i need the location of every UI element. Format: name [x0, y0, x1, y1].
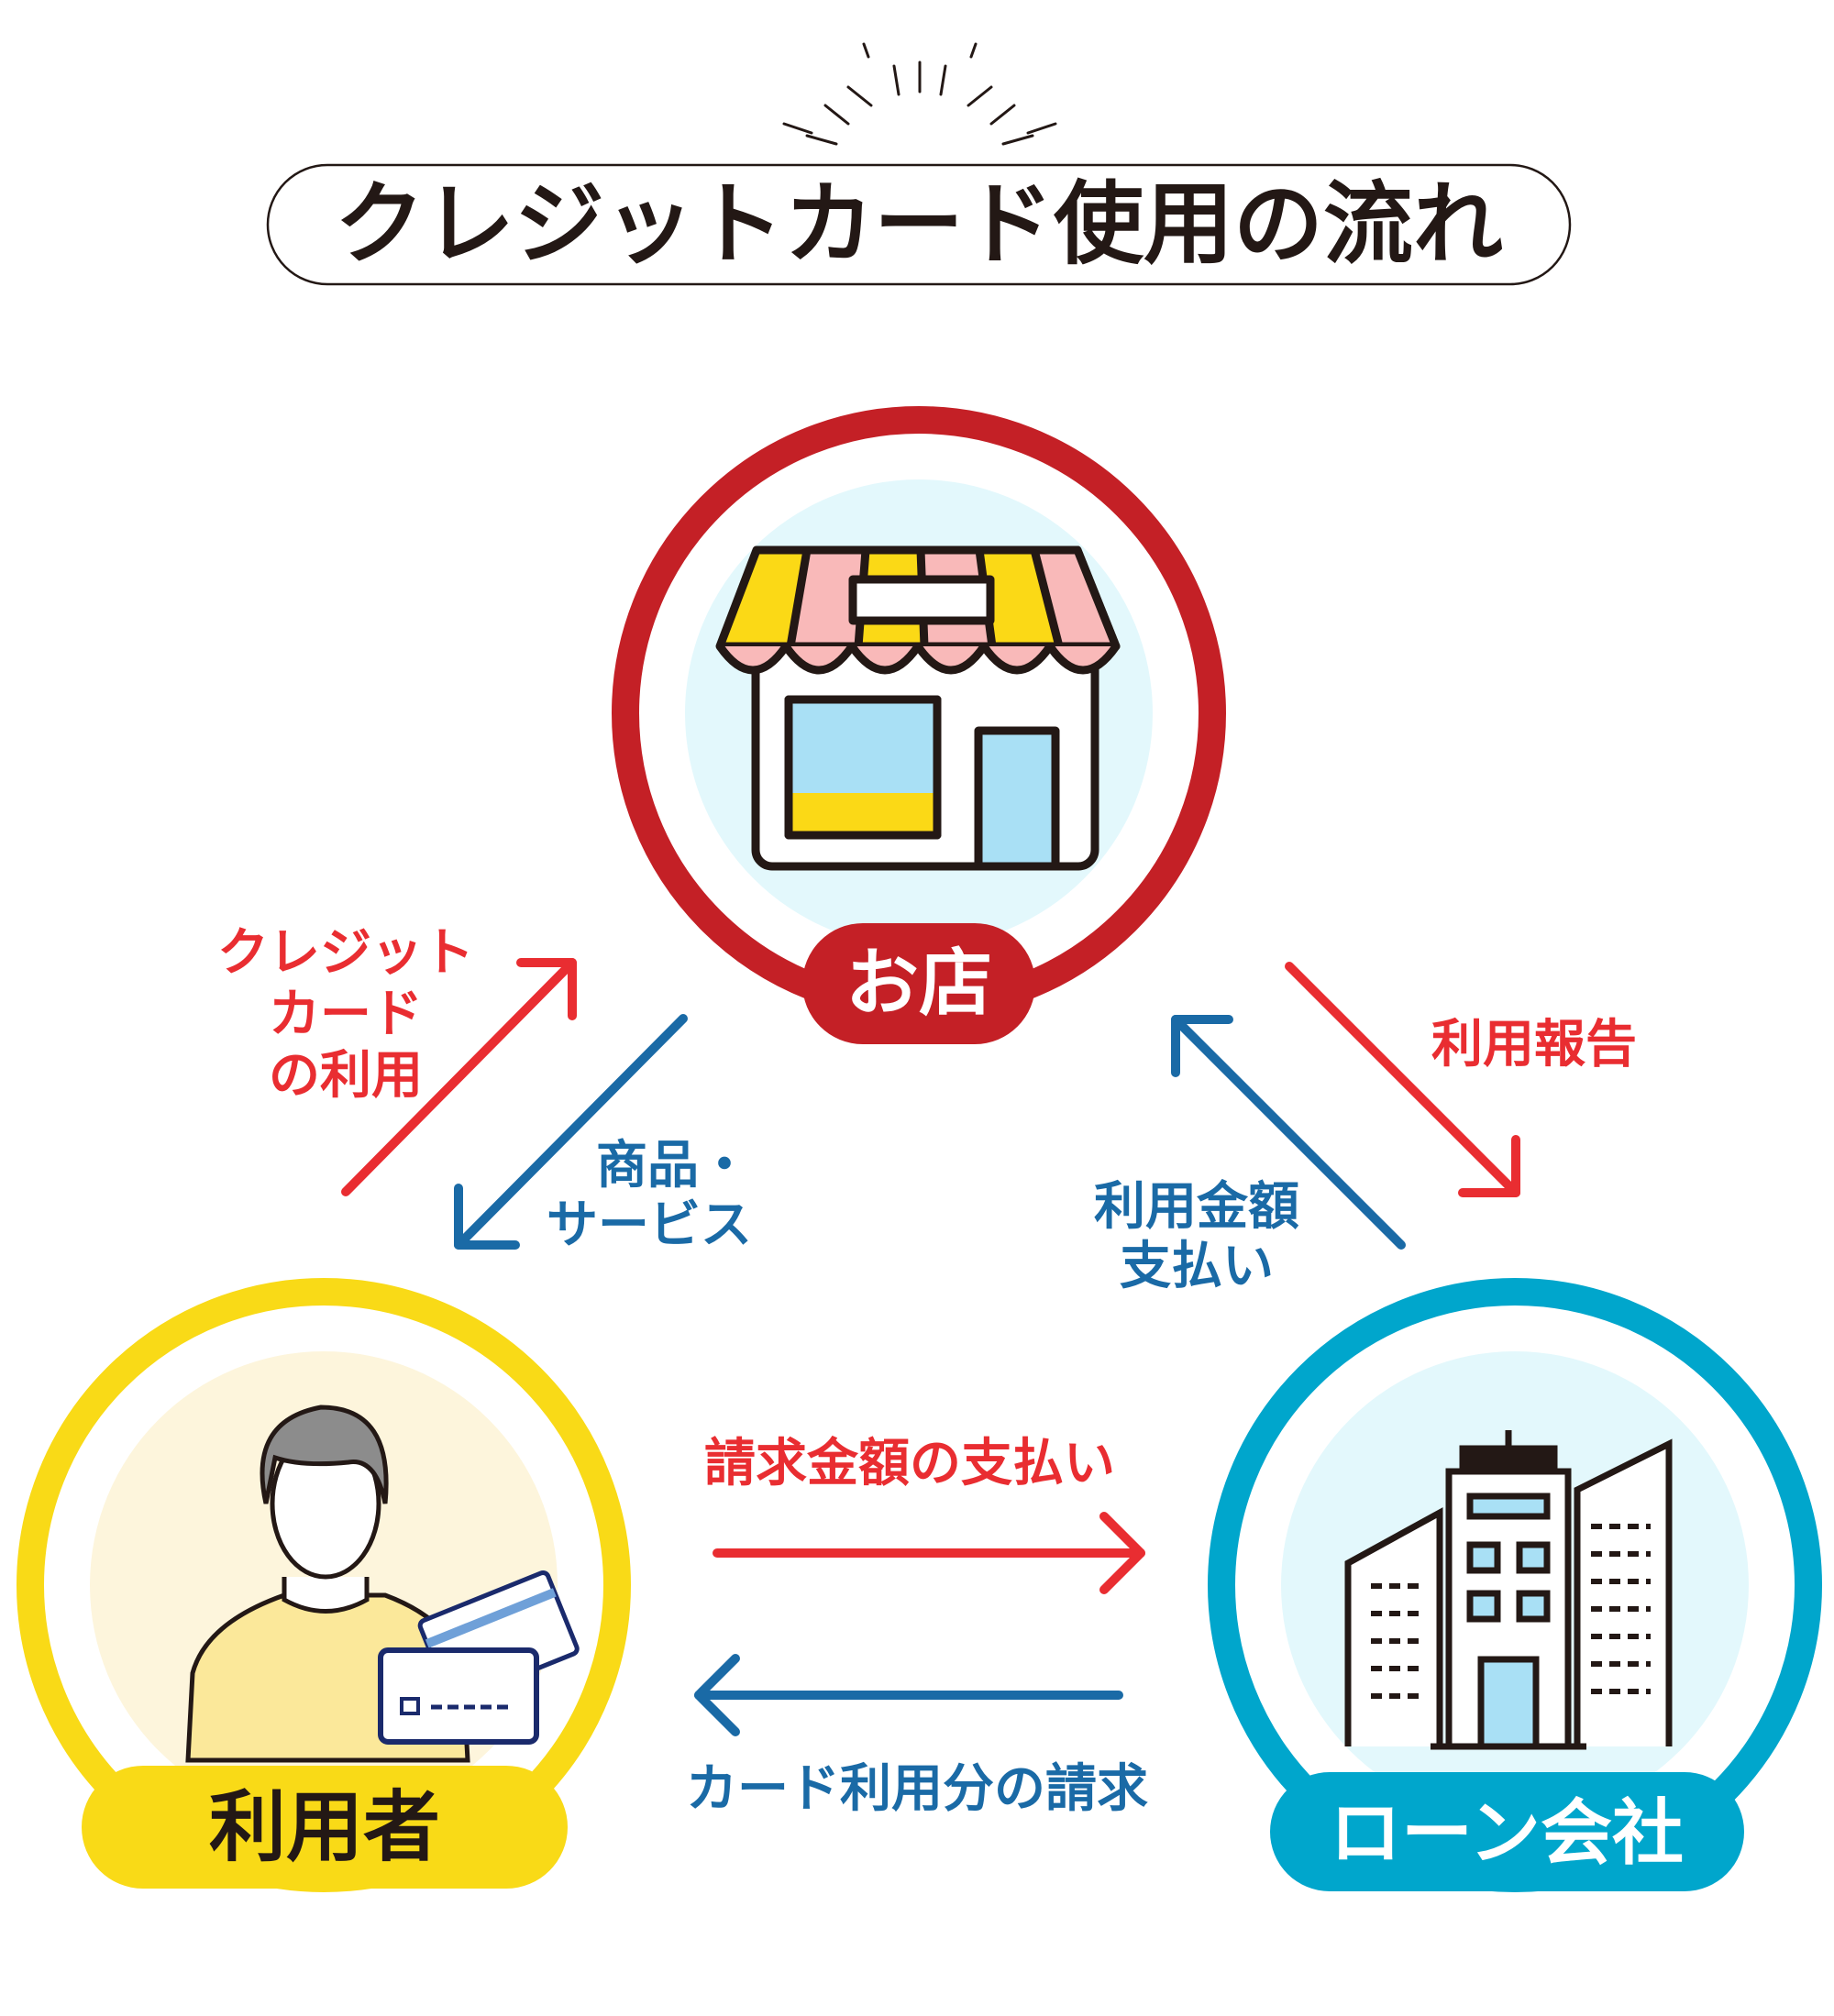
user-node: 利用者: [17, 1278, 631, 1892]
user-label: 利用者: [209, 1782, 440, 1872]
person-icon: [185, 1405, 580, 1763]
arrow-payment: [1171, 1015, 1406, 1250]
label-goods-1: 商品・: [596, 1136, 750, 1195]
label-card-use-2: カード: [269, 985, 423, 1044]
label-billing: カード利用分の請求: [686, 1759, 1148, 1819]
loan-company-label: ローン会社: [1330, 1792, 1684, 1875]
label-payment-1: 利用金額: [1094, 1177, 1299, 1237]
store-icon: [715, 545, 1121, 871]
label-bill-payment: 請求金額の支払い: [704, 1434, 1115, 1493]
arrow-billing: [694, 1654, 1123, 1736]
store-label: お店: [845, 941, 992, 1026]
label-card-use-3: の利用: [269, 1046, 423, 1106]
label-report: 利用報告: [1431, 1015, 1637, 1074]
page-title: クレジットカード使用の流れ: [335, 172, 1503, 277]
title-frame: [266, 163, 1572, 286]
building-icon: [1344, 1430, 1673, 1750]
label-card-use-1: クレジット: [217, 923, 474, 983]
store-node: お店: [612, 406, 1226, 1044]
sunburst-decoration: [782, 42, 1057, 146]
arrow-bill-payment: [713, 1512, 1145, 1594]
label-goods-2: サービス: [547, 1195, 752, 1255]
arrow-card-use: [341, 958, 577, 1196]
arrow-report: [1285, 962, 1520, 1197]
arrow-goods: [454, 1014, 688, 1250]
loan-company-node: ローン会社: [1208, 1278, 1822, 1892]
label-payment-2: 支払い: [1120, 1237, 1274, 1296]
